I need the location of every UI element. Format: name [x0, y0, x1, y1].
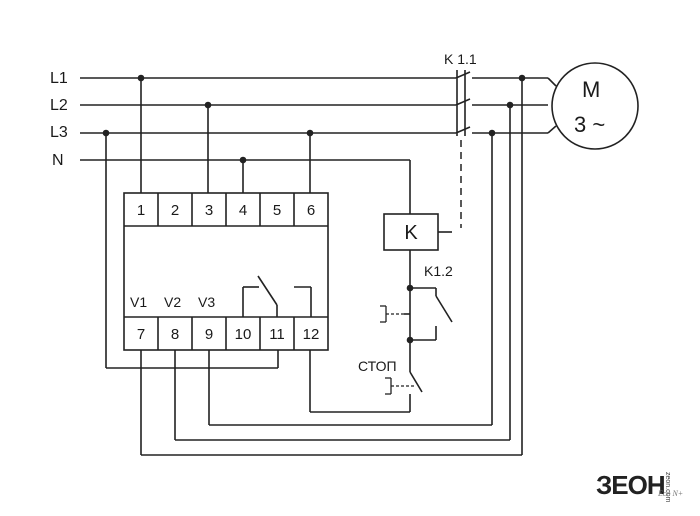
terminal-7: 7	[137, 326, 145, 343]
label-l1: L1	[50, 70, 68, 87]
supply-lines	[80, 77, 456, 161]
terminal-9: 9	[205, 326, 213, 343]
brand-logo-domain: zeon.com	[664, 472, 671, 503]
contactor-main-contacts	[455, 70, 522, 228]
motor-wiring	[492, 77, 557, 134]
motor-label: M	[582, 77, 600, 102]
motor-phase: 3 ~	[574, 112, 605, 137]
label-k11: K 1.1	[444, 51, 477, 67]
terminal-3: 3	[205, 202, 213, 219]
motor-symbol	[551, 62, 639, 150]
terminal-8: 8	[171, 326, 179, 343]
label-v1: V1	[130, 294, 147, 310]
terminal-12: 12	[303, 326, 320, 343]
brand-logo-subtitle: Eco N+	[658, 489, 684, 498]
voltage-sense-wiring	[140, 78, 523, 456]
terminal-6: 6	[307, 202, 315, 219]
relay-supply-wiring	[105, 78, 311, 369]
terminal-1: 1	[137, 202, 145, 219]
control-circuit	[309, 160, 453, 413]
label-k12: K1.2	[424, 263, 453, 279]
terminal-5: 5	[273, 202, 281, 219]
terminal-4: 4	[239, 202, 247, 219]
label-stop: СТОП	[358, 358, 397, 374]
brand-logo-text: ЗЕОН	[596, 470, 666, 500]
label-v3: V3	[198, 294, 215, 310]
terminal-10: 10	[235, 326, 252, 343]
terminal-11: 11	[269, 326, 285, 343]
label-l3: L3	[50, 124, 68, 141]
relay-module	[123, 192, 329, 351]
label-l2: L2	[50, 97, 68, 114]
coil-label: K	[404, 222, 418, 244]
brand-logo: ЗЕОН zeon.com Eco N+	[596, 470, 686, 503]
terminal-2: 2	[171, 202, 179, 219]
label-n: N	[52, 152, 64, 169]
label-v2: V2	[164, 294, 181, 310]
